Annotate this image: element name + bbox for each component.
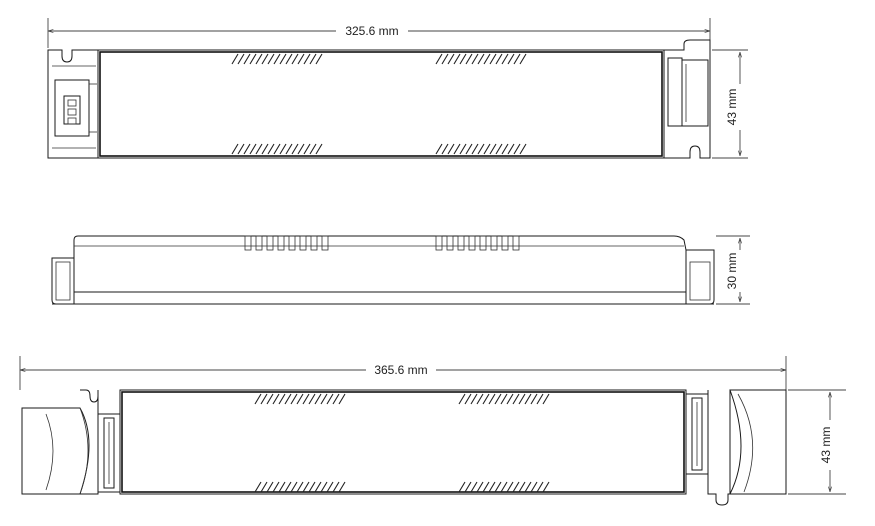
top-view-with-covers: 365.6 mm — [19, 356, 846, 506]
width-label-1: 325.6 mm — [345, 24, 398, 38]
input-terminal — [54, 79, 97, 137]
height-label-3: 43 mm — [819, 427, 833, 464]
top-view: 325.6 mm — [47, 18, 748, 159]
height-dimension-1: 43 mm — [712, 49, 748, 159]
height-dimension-2: 30 mm — [716, 235, 750, 305]
height-label-2: 30 mm — [725, 253, 739, 290]
width-dimension-1: 325.6 mm — [47, 18, 711, 48]
width-dimension-3: 365.6 mm — [19, 356, 787, 390]
side-vent-slots — [244, 235, 520, 251]
width-label-3: 365.6 mm — [374, 363, 427, 377]
vent-slots — [231, 53, 527, 155]
vent-slots-3 — [254, 393, 550, 493]
height-label-1: 43 mm — [725, 89, 739, 126]
side-view: 30 mm — [51, 235, 750, 305]
height-dimension-3: 43 mm — [788, 389, 846, 495]
